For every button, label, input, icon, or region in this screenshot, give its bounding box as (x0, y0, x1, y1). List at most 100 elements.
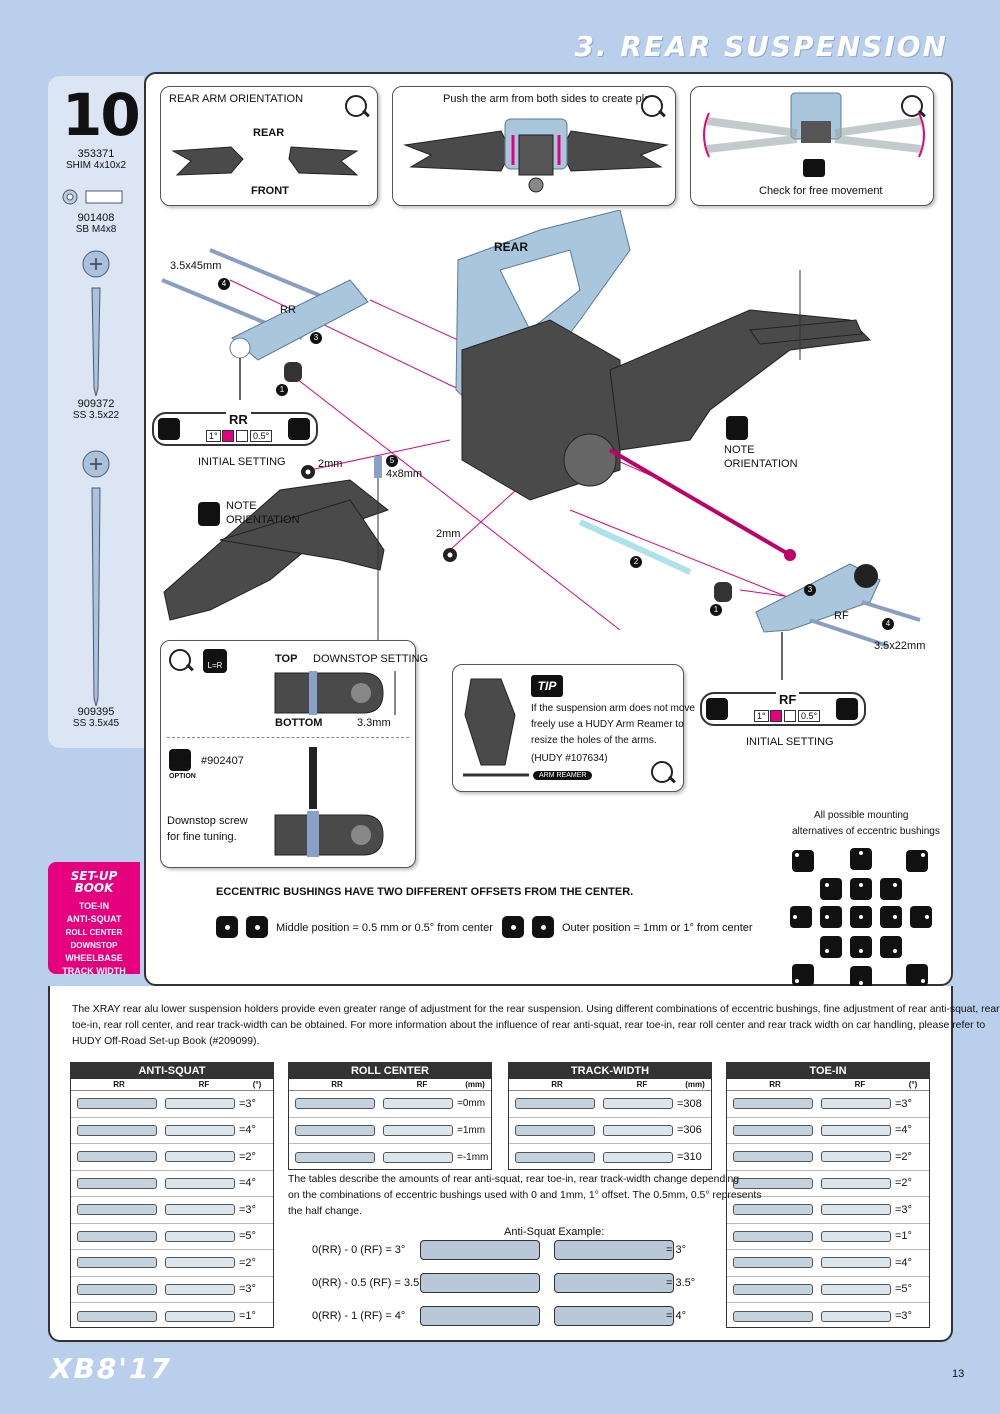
example-label: 0(RR) - 1 (RF) = 4° (312, 1310, 406, 1322)
rr-holder (733, 1283, 813, 1295)
free-caption: Check for free movement (759, 185, 883, 197)
rr-holder (515, 1151, 595, 1163)
part-code: 901408 (77, 212, 115, 224)
downstop-value: 3.3mm (357, 717, 391, 729)
part-name: SS 3.5x45 (72, 718, 120, 729)
intro-line: The XRAY rear alu lower suspension holde… (72, 1004, 1000, 1015)
table-row: =2° (71, 1144, 273, 1171)
free-movement-drawing (703, 92, 925, 177)
setup-item: ROLL CENTER DOWNSTOP (65, 928, 123, 950)
col-rr: RR (769, 1080, 781, 1089)
col-rr: RR (551, 1080, 563, 1089)
rr-holder (77, 1310, 157, 1322)
deg-05: 0.5° (250, 430, 273, 442)
row-value: =5° (895, 1283, 912, 1296)
rr-holder (77, 1151, 157, 1163)
setup-item: TRACK WIDTH (62, 966, 126, 976)
push-arm-panel: Push the arm from both sides to create p… (392, 86, 676, 206)
row-value: =306 (677, 1124, 702, 1137)
rf-holder (383, 1124, 453, 1136)
note-orientation: ORIENTATION (724, 458, 798, 470)
footer-logo: XB8'17 (50, 1352, 172, 1385)
step-badge-1a: 1 (276, 384, 288, 396)
setup-item: ANTI-SQUAT (66, 914, 122, 924)
rr-holder (420, 1240, 540, 1260)
part-code: 353371 (77, 148, 115, 160)
bushing-icon (532, 916, 554, 938)
rr-holder (77, 1257, 157, 1269)
row-value: =0mm (457, 1098, 486, 1110)
rf-holder (383, 1098, 453, 1110)
bushing-position (910, 906, 932, 928)
rf-holder (603, 1124, 673, 1136)
explain-line: The tables describe the amounts of rear … (288, 1174, 740, 1185)
rr-holder (77, 1230, 157, 1242)
setup-title: SET-UP (70, 869, 118, 883)
detail-icon (651, 761, 673, 783)
intro-line: toe-in, rear roll center, and rear track… (72, 1020, 986, 1031)
bolt-icon (62, 189, 123, 205)
col-rf: RF (416, 1080, 428, 1089)
note-label: NOTE (724, 444, 755, 456)
downstop-drawing (274, 671, 396, 715)
step-badge-3a: 3 (310, 332, 322, 344)
col-unit: (mm) (685, 1080, 705, 1089)
warning-icon (198, 502, 220, 526)
bushing-icon (246, 916, 268, 938)
tip-line: (HUDY #107634) (531, 753, 608, 764)
table-row: =-1mm (289, 1144, 491, 1171)
row-value: =5° (239, 1230, 256, 1243)
bushing-position (820, 906, 842, 928)
rr-holder (733, 1098, 813, 1110)
rr-holder (295, 1151, 375, 1163)
step-badge-1b: 1 (710, 604, 722, 616)
divider (167, 737, 409, 738)
bushing-icon (288, 418, 310, 440)
bushing-position (880, 878, 902, 900)
rr-holder (295, 1098, 375, 1110)
table-title: ANTI-SQUAT (71, 1063, 273, 1079)
inactive-offset (784, 710, 796, 722)
shim-label-b: 2mm (436, 528, 461, 540)
arm-reamer-tag: ARM REAMER (533, 771, 593, 780)
fine-tune-2: for fine tuning. (167, 831, 237, 843)
bushing-icon (216, 916, 238, 938)
col-rr: RR (113, 1080, 125, 1089)
part-code: 909372 (77, 398, 115, 410)
table-row: =4° (71, 1118, 273, 1144)
table-row: =2° (71, 1250, 273, 1277)
table-row: =5° (727, 1277, 929, 1303)
part-name: SB M4x8 (75, 224, 117, 235)
rf-holder (821, 1098, 891, 1110)
bushing-position (820, 878, 842, 900)
table-row: =1° (727, 1224, 929, 1250)
lr-icon: L=R (203, 649, 227, 673)
note-orientation: ORIENTATION (226, 514, 300, 526)
rr-holder (733, 1151, 813, 1163)
setup-item: TOE-IN (78, 901, 110, 911)
example-result: = 3° (666, 1244, 686, 1256)
downstop-title: DOWNSTOP SETTING (313, 653, 429, 665)
rf-label: RF (834, 610, 849, 622)
rr-holder (733, 1257, 813, 1269)
explain-line: on the combinations of eccentric bushing… (288, 1190, 762, 1201)
table-title: TOE-IN (727, 1063, 929, 1079)
example-result: = 4° (666, 1310, 686, 1322)
rr-holder (733, 1124, 813, 1136)
detail-icon (345, 95, 367, 117)
rr-label: RR (280, 304, 296, 316)
table-row: =310 (509, 1144, 711, 1171)
rf-holder (165, 1310, 235, 1322)
row-value: =3° (895, 1310, 912, 1323)
row-value: =1° (239, 1310, 256, 1323)
rr-holder (515, 1098, 595, 1110)
bushing-icon (706, 698, 728, 720)
row-value: =2° (895, 1150, 912, 1163)
rf-holder (821, 1257, 891, 1269)
col-rr: RR (331, 1080, 343, 1089)
bushing-position (792, 850, 814, 872)
section-title: 3. REAR SUSPENSION (574, 30, 948, 63)
